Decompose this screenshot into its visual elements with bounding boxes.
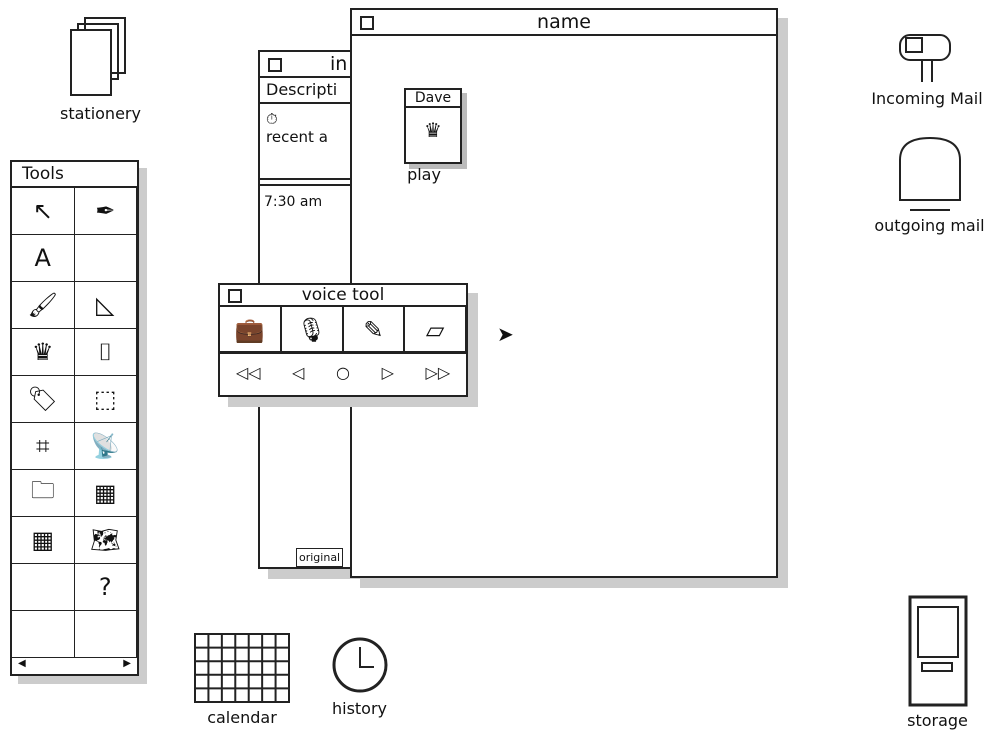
record-button[interactable]: ○ — [335, 363, 350, 382]
empty-tool-slot[interactable] — [12, 564, 75, 611]
empty-tool-slot[interactable] — [12, 611, 75, 658]
stationery-icon[interactable]: stationery — [60, 15, 141, 123]
empty-tool-slot[interactable] — [74, 235, 137, 282]
back-window-title: in — [330, 53, 348, 75]
history-icon[interactable]: history — [322, 635, 397, 718]
recent-label: recent — [266, 128, 314, 146]
sticker-tool-icon[interactable]: 🏷 — [12, 376, 75, 423]
tools-title: Tools — [22, 164, 64, 184]
arrow-tool-icon[interactable]: ↖ — [12, 188, 75, 235]
tag-tool-icon[interactable]: ⬚ — [74, 376, 137, 423]
back-button[interactable]: ◁ — [292, 363, 305, 382]
frame-tool-icon[interactable]: ⌗ — [12, 423, 75, 470]
folder-tool-icon[interactable]: 🗀 — [12, 470, 75, 517]
map-tool-icon[interactable]: ▦ — [74, 470, 137, 517]
original-tab[interactable]: original — [296, 548, 344, 567]
calendar-label: calendar — [207, 708, 277, 727]
pencil-icon[interactable]: ✎ — [343, 307, 406, 354]
fast-forward-button[interactable]: ▷▷ — [425, 363, 451, 382]
stationery-label: stationery — [60, 104, 141, 123]
briefcase-icon[interactable]: 💼 — [220, 307, 282, 354]
empty-tool-slot[interactable] — [74, 611, 137, 658]
brush-tool-icon[interactable]: 🖌 — [12, 282, 75, 329]
history-label: history — [331, 699, 388, 718]
item2-label: a — [318, 128, 328, 146]
text-tool-icon[interactable]: A — [12, 235, 75, 282]
microphone-icon[interactable]: 🎙 — [281, 307, 344, 354]
stamp-tool-icon[interactable]: ♛ — [12, 329, 75, 376]
antenna-tool-icon[interactable]: 📡 — [74, 423, 137, 470]
incoming-mail-label: Incoming Mail — [871, 89, 983, 108]
storage-label: storage — [907, 711, 968, 730]
time-entry[interactable]: 7:30 am — [260, 184, 370, 218]
cursor-icon: ➤ — [497, 322, 514, 346]
outgoing-mail-label: outgoing mail — [874, 216, 985, 235]
play-label: play — [407, 165, 441, 184]
help-tool[interactable]: ? — [74, 564, 137, 611]
usa-map-tool-icon[interactable]: 🗺 — [74, 517, 137, 564]
voice-tool-title: voice tool — [301, 285, 385, 305]
camera-tool-icon[interactable]: ⌷ — [74, 329, 137, 376]
play-button[interactable]: ▷ — [381, 363, 394, 382]
tools-window: Tools ↖✒A🖌◺♛⌷🏷⬚⌗📡🗀▦▦🗺? ◀▶ — [10, 160, 139, 676]
name-window-title: name — [537, 11, 591, 33]
eraser-icon[interactable]: ▱ — [405, 307, 466, 354]
description-tab[interactable]: Descripti — [260, 78, 370, 104]
storage-icon[interactable]: storage — [900, 595, 975, 730]
outgoing-mail-icon[interactable]: outgoing mail — [862, 130, 997, 235]
tools-scrollbar[interactable]: ◀▶ — [18, 658, 131, 669]
rewind-button[interactable]: ◁◁ — [235, 363, 261, 382]
pen-tool-icon[interactable]: ✒ — [74, 188, 137, 235]
calendar-icon[interactable]: calendar — [192, 632, 292, 727]
chart-tool-icon[interactable]: ▦ — [12, 517, 75, 564]
recent-button[interactable]: ⏱recent a — [260, 104, 370, 180]
voice-tool-window: voice tool 💼 🎙 ✎ ▱ ◁◁ ◁ ○ ▷ ▷▷ — [218, 283, 468, 397]
crown-icon: ♛ — [424, 118, 442, 142]
incoming-mail-icon[interactable]: Incoming Mail — [862, 20, 992, 108]
triangle-tool-icon[interactable]: ◺ — [74, 282, 137, 329]
dave-card[interactable]: Dave ♛ — [404, 88, 462, 164]
dave-card-title: Dave — [406, 90, 460, 108]
